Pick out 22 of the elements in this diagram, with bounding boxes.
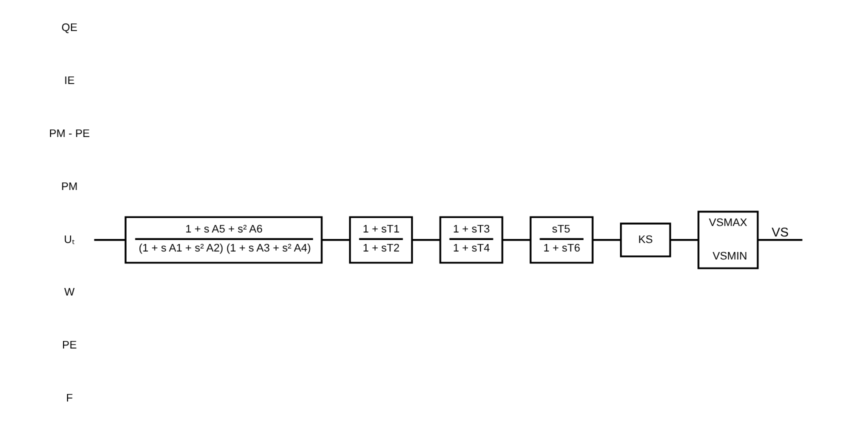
edge-label: VS bbox=[771, 224, 788, 240]
node-box: 1 + s A5 + s² A6 (1 + s A1 + s² A2) (1 + s A3 + s² A4) bbox=[124, 216, 322, 264]
node-box: sT5 1 + sT6 bbox=[529, 216, 594, 264]
label: W bbox=[64, 286, 74, 299]
label: PE bbox=[62, 340, 76, 352]
label: QE bbox=[61, 22, 77, 34]
label: IE bbox=[64, 75, 74, 88]
node-text: Uₜ bbox=[64, 234, 74, 246]
connector bbox=[758, 239, 802, 241]
connector bbox=[321, 239, 350, 241]
label: PM - PE bbox=[48, 128, 90, 140]
node-box: VSMAX VSMIN bbox=[697, 210, 758, 270]
connector bbox=[502, 239, 530, 241]
connector bbox=[412, 239, 440, 241]
node-box: 1 + sT3 1 + sT4 bbox=[438, 216, 503, 264]
connector bbox=[94, 239, 125, 241]
node-box: 1 + sT1 1 + sT2 bbox=[348, 216, 412, 264]
label: PM bbox=[60, 180, 78, 193]
connector bbox=[670, 239, 698, 241]
label: F bbox=[66, 392, 72, 405]
node-box: KS bbox=[620, 222, 671, 258]
connector bbox=[592, 239, 620, 241]
